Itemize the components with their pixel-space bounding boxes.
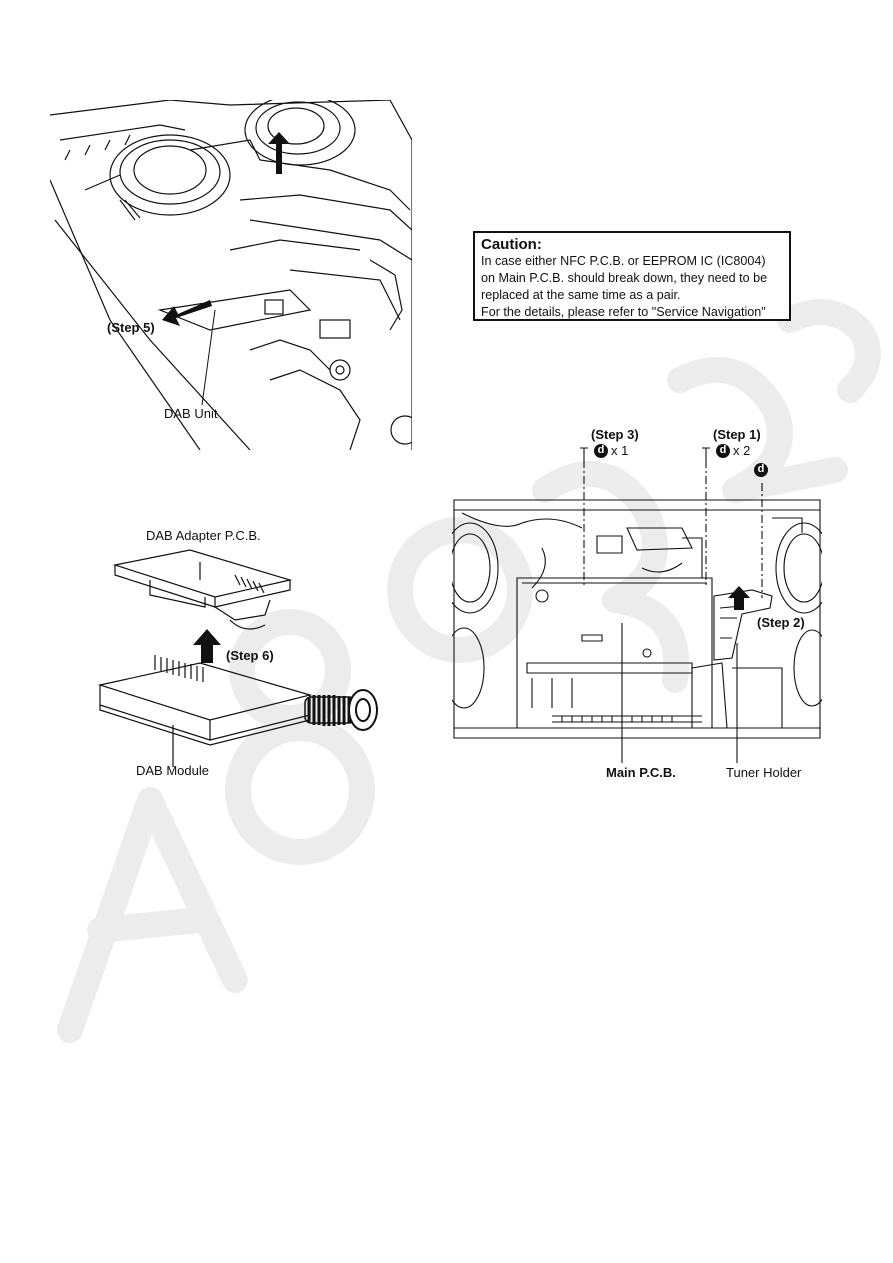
dab-unit-removal-figure bbox=[50, 100, 412, 450]
caution-line: For the details, please refer to "Servic… bbox=[481, 305, 766, 319]
caution-line: In case either NFC P.C.B. or EEPROM IC (… bbox=[481, 254, 766, 268]
up-arrow-icon bbox=[728, 586, 750, 610]
dab-module-label: DAB Module bbox=[136, 763, 209, 778]
pull-arrow-icon bbox=[162, 300, 212, 326]
caution-box: Caution: In case either NFC P.C.B. or EE… bbox=[473, 231, 791, 321]
step1-screw-tag: d x 2 bbox=[716, 443, 750, 458]
step3-label: (Step 3) bbox=[591, 427, 639, 442]
screw-count: x 1 bbox=[611, 443, 629, 458]
dab-adapter-pcb-label: DAB Adapter P.C.B. bbox=[146, 528, 261, 543]
screw-count: x 2 bbox=[733, 443, 751, 458]
up-arrow-icon bbox=[193, 629, 221, 663]
main-pcb-label: Main P.C.B. bbox=[606, 765, 676, 780]
caution-title: Caution: bbox=[481, 236, 542, 253]
caution-line: replaced at the same time as a pair. bbox=[481, 288, 681, 302]
dab-unit-label: DAB Unit bbox=[164, 406, 218, 421]
extra-screw-tag: d bbox=[754, 463, 768, 477]
screw-d-icon: d bbox=[716, 443, 730, 458]
step1-label: (Step 1) bbox=[713, 427, 761, 442]
up-arrow-icon bbox=[268, 132, 290, 174]
step6-label: (Step 6) bbox=[226, 648, 274, 663]
caution-line: on Main P.C.B. should break down, they n… bbox=[481, 271, 768, 285]
step3-screw-tag: d x 1 bbox=[594, 443, 628, 458]
main-pcb-figure bbox=[452, 447, 822, 763]
dab-adapter-figure bbox=[97, 549, 378, 767]
step5-label: (Step 5) bbox=[107, 320, 155, 335]
screw-d-icon: d bbox=[594, 443, 608, 458]
tuner-holder-label: Tuner Holder bbox=[726, 765, 802, 780]
step2-label: (Step 2) bbox=[757, 615, 805, 630]
screw-d-icon: d bbox=[754, 463, 768, 477]
